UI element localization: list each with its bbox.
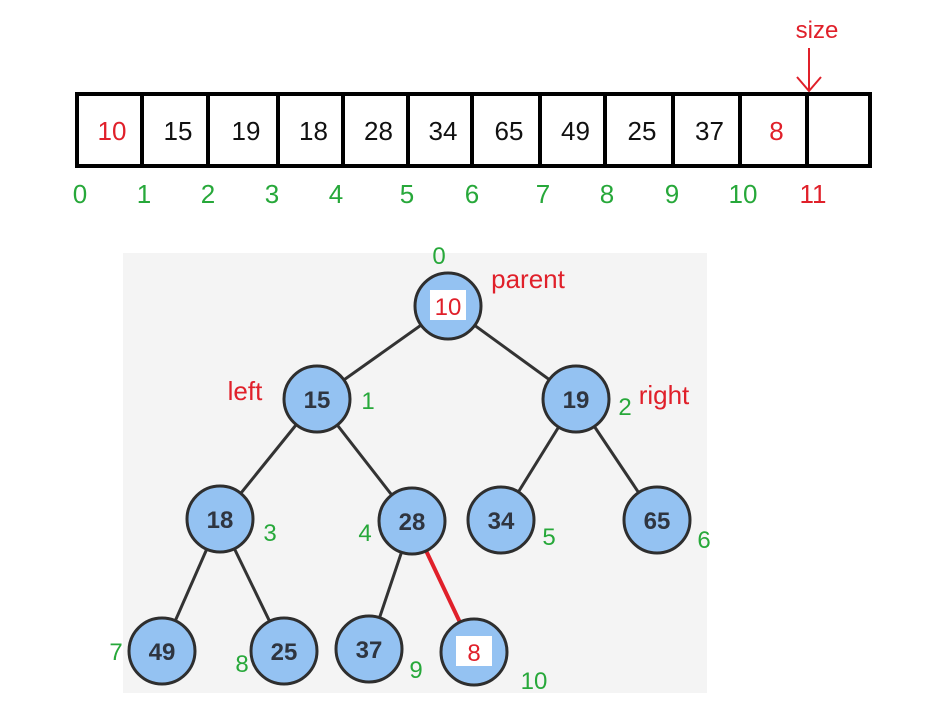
- tree-node-circle: [466, 485, 536, 555]
- array-cell-value: 65: [495, 116, 524, 146]
- array-index-label: 3: [265, 179, 279, 209]
- tree-node-index: 10: [521, 668, 548, 695]
- tree-node-index: 6: [697, 527, 710, 554]
- tree-nodes: 10 0 15 1 19 2 18 3 28 4 34 5 65 6 49 7 25 8 37 9 8 10: [109, 243, 710, 695]
- tree-node-value: 18: [207, 507, 234, 534]
- tree-node-index: 5: [542, 524, 555, 551]
- array-cell-value: 25: [628, 116, 657, 146]
- array-index-label: 0: [73, 179, 87, 209]
- tree-node-circle: [622, 485, 692, 555]
- tree-node-value: 65: [644, 508, 671, 535]
- array-cell-value: 37: [695, 116, 724, 146]
- tree-node-circle: [127, 616, 197, 686]
- size-arrow-head-icon: [796, 76, 822, 93]
- tree-node-value: 28: [399, 509, 426, 536]
- tree-node-circle: [377, 486, 447, 556]
- tree-annotations: parent left right: [228, 264, 690, 410]
- array-index-label: 7: [536, 179, 550, 209]
- array-cell-value: 18: [299, 116, 328, 146]
- array-index-label: 1: [137, 179, 151, 209]
- tree-annotation-label: parent: [491, 264, 565, 294]
- array-cell-value: 19: [232, 116, 261, 146]
- tree-node-index: 4: [358, 520, 371, 547]
- tree-annotation-label: left: [228, 376, 263, 406]
- array-index-label: 4: [329, 179, 343, 209]
- array-cell-value: 28: [364, 116, 393, 146]
- array-cell-value: 49: [561, 116, 590, 146]
- tree-node-value: 15: [304, 387, 331, 414]
- array-index-label: 5: [400, 179, 414, 209]
- tree-node-highlight-box: [456, 636, 492, 666]
- tree-node-circle: [282, 364, 352, 434]
- tree-node-value: 25: [271, 639, 298, 666]
- tree-node-value: 19: [563, 387, 590, 414]
- array-index-label: 8: [600, 179, 614, 209]
- array-cell-value: 34: [429, 116, 458, 146]
- tree-node-value: 49: [149, 639, 176, 666]
- array-cell-value: 15: [164, 116, 193, 146]
- tree-node-highlight-box: [430, 290, 466, 320]
- tree-node-index: 9: [409, 657, 422, 684]
- tree-panel: [123, 253, 707, 693]
- array-cell-value: 8: [769, 116, 783, 146]
- tree-node-circle: [541, 364, 611, 434]
- size-label: size: [796, 17, 839, 44]
- tree-node-circle: [334, 614, 404, 684]
- tree-node-index: 0: [432, 243, 445, 270]
- tree-node-value: 10: [435, 294, 462, 321]
- heap-array: 10 15 19 18 28 34 65 49 25 37 8: [75, 92, 872, 168]
- array-cell-value: 10: [98, 116, 127, 146]
- array-index-label: 6: [465, 179, 479, 209]
- tree-node-index: 8: [235, 651, 248, 678]
- tree-node-value: 37: [356, 637, 383, 664]
- array-index-label: 9: [665, 179, 679, 209]
- tree-node-value: 34: [488, 508, 515, 535]
- array-index-label: 10: [729, 179, 758, 209]
- tree-node-circle: [185, 484, 255, 554]
- size-pointer: size: [796, 17, 839, 93]
- tree-node-index: 2: [618, 394, 631, 421]
- array-indices: 0 1 2 3 4 5 6 7 8 9 10 11: [73, 179, 827, 209]
- array-index-label: 11: [800, 179, 827, 209]
- tree-node-value: 8: [467, 640, 480, 667]
- tree-node-index: 3: [263, 520, 276, 547]
- array-index-label: 2: [201, 179, 215, 209]
- tree-annotation-label: right: [639, 380, 690, 410]
- tree-node-circle: [249, 616, 319, 686]
- tree-node-index: 1: [361, 388, 374, 415]
- tree-node-index: 7: [109, 639, 122, 666]
